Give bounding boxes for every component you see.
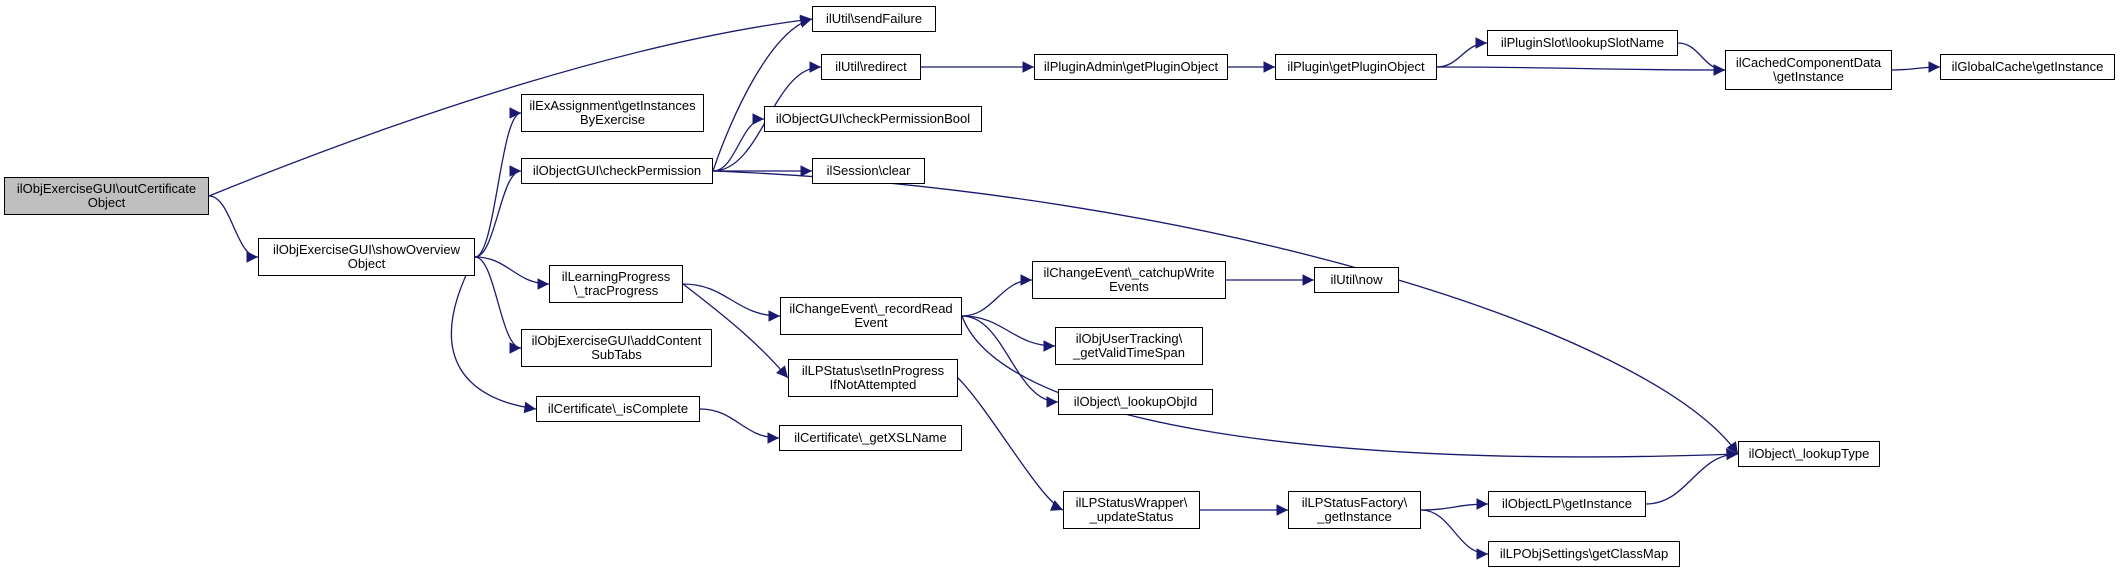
node-lookupObjId[interactable]: ilObject\_lookupObjId [1058, 389, 1213, 415]
node-getPluginObject[interactable]: ilPlugin\getPluginObject [1275, 54, 1437, 80]
node-classMap[interactable]: ilLPObjSettings\getClassMap [1488, 541, 1680, 567]
node-label-line: ilObjectLP\getInstance [1501, 496, 1633, 511]
edge-showOverview-to-tracProgress [474, 256, 550, 290]
node-label-line: ilUtil\now [1330, 272, 1383, 287]
node-label-line: ilChangeEvent\_recordRead [789, 301, 953, 316]
node-label-line: ilLPObjSettings\getClassMap [1499, 546, 1669, 561]
node-label-line: ilPlugin\getPluginObject [1287, 59, 1425, 74]
node-label-line: _getInstance [1317, 509, 1392, 524]
edge-recordRead-to-lookupType [961, 315, 1739, 461]
node-label-line: Events [1109, 279, 1149, 294]
node-label-line: ByExercise [579, 112, 646, 127]
node-isComplete[interactable]: ilCertificate\_isComplete [536, 396, 700, 422]
node-label-line: Event [854, 315, 888, 330]
node-label-line: ilCachedComponentData [1735, 55, 1882, 70]
edge-outCertificate-to-sendFailure [208, 14, 813, 197]
node-label-line: ilPluginSlot\lookupSlotName [1500, 35, 1665, 50]
node-validTimeSpan[interactable]: ilObjUserTracking\_getValidTimeSpan [1055, 327, 1203, 365]
node-label-line: _getValidTimeSpan [1072, 345, 1185, 360]
node-label-line: Object [87, 195, 126, 210]
node-label-line: Object [347, 256, 386, 271]
node-lookupSlotName[interactable]: ilPluginSlot\lookupSlotName [1487, 30, 1678, 56]
edge-lpFactory-to-classMap [1420, 509, 1489, 560]
node-label-line: ilObjExerciseGUI\showOverview [272, 242, 461, 257]
node-tracProgress[interactable]: ilLearningProgress\_tracProgress [549, 265, 683, 303]
node-updateStatus[interactable]: ilLPStatusWrapper\_updateStatus [1063, 491, 1200, 529]
edge-showOverview-to-addContentSubTabs [474, 256, 522, 354]
edge-objectLP-to-lookupType [1645, 448, 1739, 505]
node-label-line: \getInstance [1773, 69, 1844, 84]
node-label-line: ilObjectGUI\checkPermissionBool [775, 111, 971, 126]
edge-isComplete-to-getXSLName [699, 408, 780, 444]
node-label-line: ilCertificate\_getXSLName [794, 430, 947, 445]
edge-setInProgress-to-updateStatus [957, 377, 1064, 511]
node-getPluginObjectAdmin[interactable]: ilPluginAdmin\getPluginObject [1034, 54, 1228, 80]
node-label-line: ilUtil\redirect [835, 59, 907, 74]
node-label-line: ilObjectGUI\checkPermission [532, 163, 702, 178]
edge-recordRead-to-validTimeSpan [961, 315, 1056, 352]
edge-showOverview-to-checkPermission [474, 165, 522, 258]
edge-getPluginObject-to-lookupSlotName [1436, 37, 1488, 68]
node-utilNow[interactable]: ilUtil\now [1314, 267, 1399, 293]
node-label-line: ilLPStatusWrapper\ [1075, 495, 1188, 510]
edge-lpFactory-to-objectLP [1420, 498, 1489, 511]
node-globalCache[interactable]: ilGlobalCache\getInstance [1940, 54, 2115, 80]
node-objectLP[interactable]: ilObjectLP\getInstance [1488, 491, 1646, 517]
edge-tracProgress-to-setInProgress [682, 283, 789, 379]
node-checkPermissionBool[interactable]: ilObjectGUI\checkPermissionBool [764, 106, 982, 132]
edge-getPluginObject-to-cachedGetInstance [1436, 64, 1726, 76]
node-lookupType[interactable]: ilObject\_lookupType [1738, 441, 1880, 467]
node-label-line: ilObject\_lookupType [1748, 446, 1870, 461]
node-label-line: ilGlobalCache\getInstance [1951, 59, 2104, 74]
node-label-line: ilChangeEvent\_catchupWrite [1043, 265, 1215, 280]
node-label-line: ilCertificate\_isComplete [547, 401, 689, 416]
node-sendFailure[interactable]: ilUtil\sendFailure [812, 6, 936, 32]
edge-checkPermission-to-checkPermissionBool [712, 113, 765, 172]
edge-showOverview-to-isComplete [450, 256, 537, 414]
node-checkPermission[interactable]: ilObjectGUI\checkPermission [521, 158, 713, 184]
node-label-line: ilObjExerciseGUI\addContent [531, 333, 702, 348]
edge-lookupSlotName-to-cachedGetInstance [1677, 42, 1726, 76]
node-label-line: ilObject\_lookupObjId [1073, 394, 1198, 409]
edge-tracProgress-to-recordRead [682, 283, 781, 322]
node-label-line: ilObjExerciseGUI\outCertificate [16, 181, 197, 196]
node-label-line: ilObjUserTracking\ [1075, 331, 1183, 346]
node-label-line: ilPluginAdmin\getPluginObject [1043, 59, 1219, 74]
edge-cachedGetInstance-to-globalCache [1891, 61, 1941, 73]
node-label-line: \_tracProgress [573, 283, 659, 298]
node-sessionClear[interactable]: ilSession\clear [812, 158, 925, 184]
node-label-line: ilLPStatusFactory\ [1301, 495, 1408, 510]
node-label-line: ilExAssignment\getInstances [529, 98, 696, 113]
node-label-line: ilUtil\sendFailure [825, 11, 923, 26]
edge-showOverview-to-getInstancesByExercise [474, 107, 522, 258]
edge-checkPermission-to-sendFailure [712, 16, 813, 172]
node-label-line: ilLearningProgress [561, 269, 671, 284]
node-lpFactory[interactable]: ilLPStatusFactory\_getInstance [1288, 491, 1421, 529]
node-label-line: IfNotAttempted [829, 377, 917, 392]
node-label-line: _updateStatus [1089, 509, 1174, 524]
edge-recordRead-to-catchupWrite [961, 274, 1033, 317]
edge-recordRead-to-lookupObjId [961, 315, 1059, 408]
node-redirect[interactable]: ilUtil\redirect [821, 54, 921, 80]
node-label-line: ilSession\clear [826, 163, 911, 178]
node-getXSLName[interactable]: ilCertificate\_getXSLName [779, 425, 962, 451]
edge-outCertificate-to-showOverview [208, 195, 259, 263]
node-cachedGetInstance[interactable]: ilCachedComponentData\getInstance [1725, 50, 1892, 90]
node-label-line: SubTabs [591, 347, 642, 362]
node-label-line: ilLPStatus\setInProgress [801, 363, 945, 378]
